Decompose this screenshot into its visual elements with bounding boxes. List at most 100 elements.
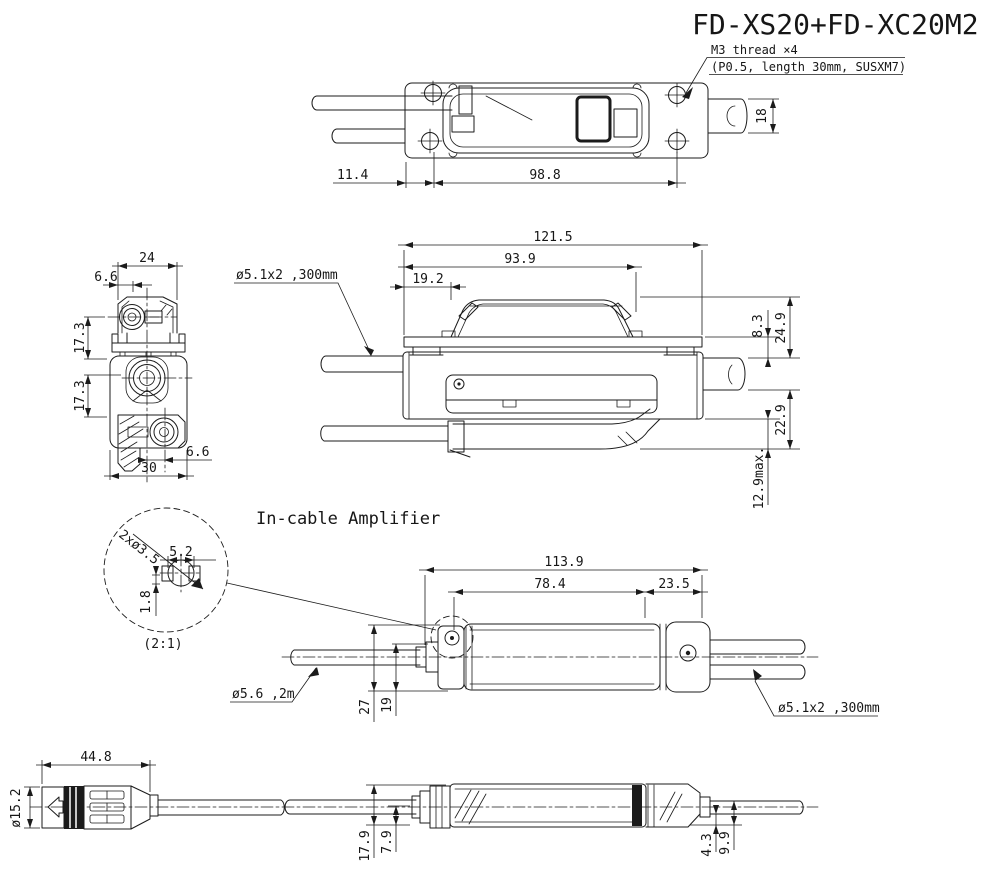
dim-2xd3-5: 2xø3.5 bbox=[116, 527, 162, 568]
detail-circle bbox=[103, 507, 229, 633]
dim-17-3-lower: 17.3 bbox=[73, 380, 88, 411]
drawing-title: FD-XS20+FD-XC20M2 bbox=[692, 8, 979, 41]
amp-bottom-body-lines bbox=[454, 788, 641, 823]
amp-bottom-rings-right bbox=[647, 784, 655, 828]
top-view-latch-tab bbox=[458, 85, 473, 115]
dim-24: 24 bbox=[139, 251, 155, 266]
dim-d15-2: ø15.2 bbox=[9, 788, 24, 827]
front-view-cable-left bbox=[320, 355, 404, 373]
amp-clip bbox=[437, 625, 465, 690]
top-view: 11.4 98.8 18 bbox=[311, 80, 779, 188]
side-view-port-mid-ring bbox=[133, 364, 161, 392]
amp-screw-dot bbox=[450, 636, 454, 640]
m3-annotation-line1: M3 thread ×4 bbox=[711, 43, 798, 57]
top-view-edge-notches bbox=[448, 83, 642, 158]
cable-label-amp-right-leader bbox=[754, 680, 878, 717]
side-view-port-low-block bbox=[127, 426, 149, 438]
front-view-dim-lines bbox=[390, 244, 800, 505]
side-view-head-outline bbox=[117, 296, 178, 334]
dim-30: 30 bbox=[141, 461, 157, 476]
side-view-hatch-tail bbox=[120, 450, 139, 468]
front-view-head bbox=[450, 299, 634, 338]
dim-17-3-upper: 17.3 bbox=[73, 322, 88, 353]
connector-front-cap bbox=[41, 786, 65, 829]
side-view-port-low-inner bbox=[159, 427, 169, 437]
amp-bottom-dim-lines bbox=[366, 784, 742, 858]
amp-rings-left bbox=[465, 625, 473, 690]
dim-1-8: 1.8 bbox=[139, 590, 154, 613]
connector-arrow-mark bbox=[47, 796, 64, 818]
connector-grip-body bbox=[83, 785, 132, 830]
cable-label-front: ø5.1x2 ,300mm bbox=[236, 268, 338, 283]
amp-detail-marker-circle bbox=[430, 615, 474, 659]
amp-bottom-ring-lines bbox=[435, 785, 443, 829]
front-view-cable-right bbox=[702, 357, 746, 391]
connector-dim-lines bbox=[24, 760, 156, 829]
front-view-duct-gland bbox=[447, 420, 471, 458]
connector-black-band bbox=[64, 786, 84, 829]
dim-4-3: 4.3 bbox=[700, 833, 715, 856]
side-view-funnel bbox=[132, 389, 162, 402]
connector-dim-arrows bbox=[27, 762, 150, 828]
side-view-flange bbox=[111, 342, 186, 353]
amp-screw-right bbox=[679, 644, 697, 662]
dim-93-9: 93.9 bbox=[504, 252, 535, 267]
dim-19-2: 19.2 bbox=[412, 272, 443, 287]
front-view-body-edges bbox=[408, 351, 698, 420]
side-view-upstands bbox=[111, 333, 186, 344]
side-view-body bbox=[109, 355, 188, 449]
dim-98-8: 98.8 bbox=[529, 168, 560, 183]
side-view-port-top-inner bbox=[127, 312, 137, 322]
front-view: 121.5 93.9 19.2 ø5.1x2 ,300mm 8.3 24.9 2… bbox=[234, 230, 800, 509]
front-view-bolts bbox=[409, 346, 698, 356]
m3-leader-line bbox=[685, 57, 905, 94]
side-view-port-mid-housing bbox=[125, 356, 169, 404]
connector-cable bbox=[157, 799, 285, 816]
front-view-notch-1 bbox=[502, 399, 517, 408]
dim-24-9: 24.9 bbox=[774, 312, 789, 343]
dim-12-9max: 12.9max. bbox=[752, 447, 767, 510]
dim-7-9: 7.9 bbox=[380, 830, 395, 853]
detail-reference-leader bbox=[226, 582, 437, 631]
front-view-body bbox=[402, 351, 704, 420]
cable-label-amp-right: ø5.1x2 ,300mm bbox=[778, 701, 880, 716]
amp-bottom-hatch-left bbox=[454, 789, 487, 825]
top-view-button-block bbox=[613, 108, 638, 138]
top-view-sensor-body bbox=[442, 87, 650, 154]
dim-19: 19 bbox=[380, 697, 395, 713]
front-view-duct bbox=[452, 408, 661, 450]
dim-23-5: 23.5 bbox=[658, 577, 689, 592]
top-view-cable-right-break bbox=[726, 105, 736, 127]
top-view-dim-lines bbox=[333, 98, 779, 188]
dim-6-6-top: 6.6 bbox=[94, 270, 117, 285]
side-view-port-low-ring bbox=[153, 421, 175, 443]
side-view-hatch-upper bbox=[118, 415, 144, 453]
side-view-tail bbox=[117, 447, 141, 472]
amp-dim-lines bbox=[368, 569, 708, 722]
side-view: 24 6.6 17.3 17.3 6.6 30 bbox=[73, 251, 212, 483]
dim-27: 27 bbox=[358, 699, 373, 715]
dim-121-5: 121.5 bbox=[533, 230, 572, 245]
dim-44-8: 44.8 bbox=[80, 750, 111, 765]
side-view-port-mid-outer bbox=[128, 359, 166, 397]
side-view-dim-lines bbox=[84, 262, 212, 480]
connector-taper bbox=[130, 785, 159, 830]
amp-cable-left bbox=[290, 649, 421, 666]
detail-flange-left bbox=[161, 565, 174, 582]
amp-bottom-body bbox=[449, 783, 647, 828]
amp-bottom-cable-left bbox=[284, 799, 417, 815]
top-view-cable-right bbox=[707, 98, 748, 134]
detail-scale: (2:1) bbox=[143, 637, 182, 652]
front-view-head-latches bbox=[458, 302, 632, 321]
top-view-detail-block bbox=[451, 115, 475, 133]
amp-view: 113.9 78.4 23.5 27 19 ø5.6 ,2m ø5.1x2 ,3… bbox=[230, 555, 880, 722]
front-view-plate bbox=[403, 336, 703, 348]
connector-band-lines bbox=[69, 787, 77, 828]
dim-5-2: 5.2 bbox=[169, 545, 192, 560]
top-view-sensor-inner bbox=[449, 93, 643, 148]
top-view-bracket-outline bbox=[404, 82, 709, 159]
amp-bottom-gland-right bbox=[699, 796, 711, 818]
amp-cable-right-lower bbox=[709, 664, 806, 680]
front-view-notch-2 bbox=[616, 399, 631, 408]
